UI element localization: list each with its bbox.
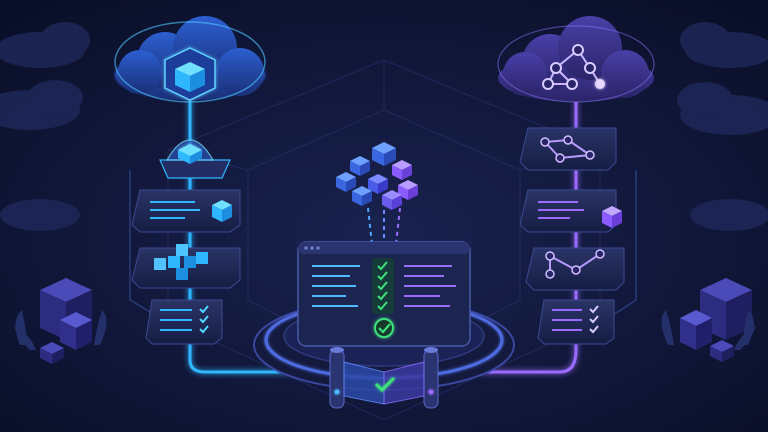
check-icon	[374, 318, 394, 338]
right-checklist-card	[537, 299, 615, 345]
left-connector-line	[188, 100, 290, 374]
cube-icon	[602, 206, 622, 228]
checklist-lines	[160, 309, 192, 331]
right-connector-line	[480, 100, 578, 374]
plant-leaves	[14, 310, 107, 350]
floating-cubes-cluster	[336, 142, 418, 210]
window-dots	[304, 246, 320, 250]
left-server-blocks	[14, 278, 107, 364]
right-graph-card	[519, 127, 617, 171]
left-blocks-card	[131, 244, 241, 289]
validation-gate	[329, 347, 439, 409]
left-list-card	[131, 189, 241, 233]
right-graph-card-2	[525, 247, 625, 291]
check-icons	[377, 261, 388, 311]
right-list-card	[519, 189, 622, 233]
central-dashboard-panel	[297, 241, 471, 347]
cube-icon	[372, 142, 396, 166]
network-graph-icon	[542, 44, 605, 90]
plant-leaves	[661, 310, 756, 350]
check-icon	[374, 376, 396, 393]
background-clouds	[0, 22, 768, 231]
left-column-lines	[312, 265, 360, 307]
check-icons	[199, 305, 209, 334]
right-pipeline	[480, 16, 655, 374]
left-checklist-card	[145, 299, 223, 345]
right-column-lines	[404, 265, 456, 307]
cube-icon	[212, 200, 232, 222]
right-server-blocks	[661, 278, 756, 362]
data-stream-lines	[367, 207, 401, 245]
cube-icon	[164, 47, 216, 101]
dome-node	[159, 139, 231, 179]
right-cloud	[497, 16, 655, 103]
left-pipeline	[114, 16, 290, 374]
blocks-icon	[154, 244, 208, 280]
list-lines	[150, 201, 200, 219]
